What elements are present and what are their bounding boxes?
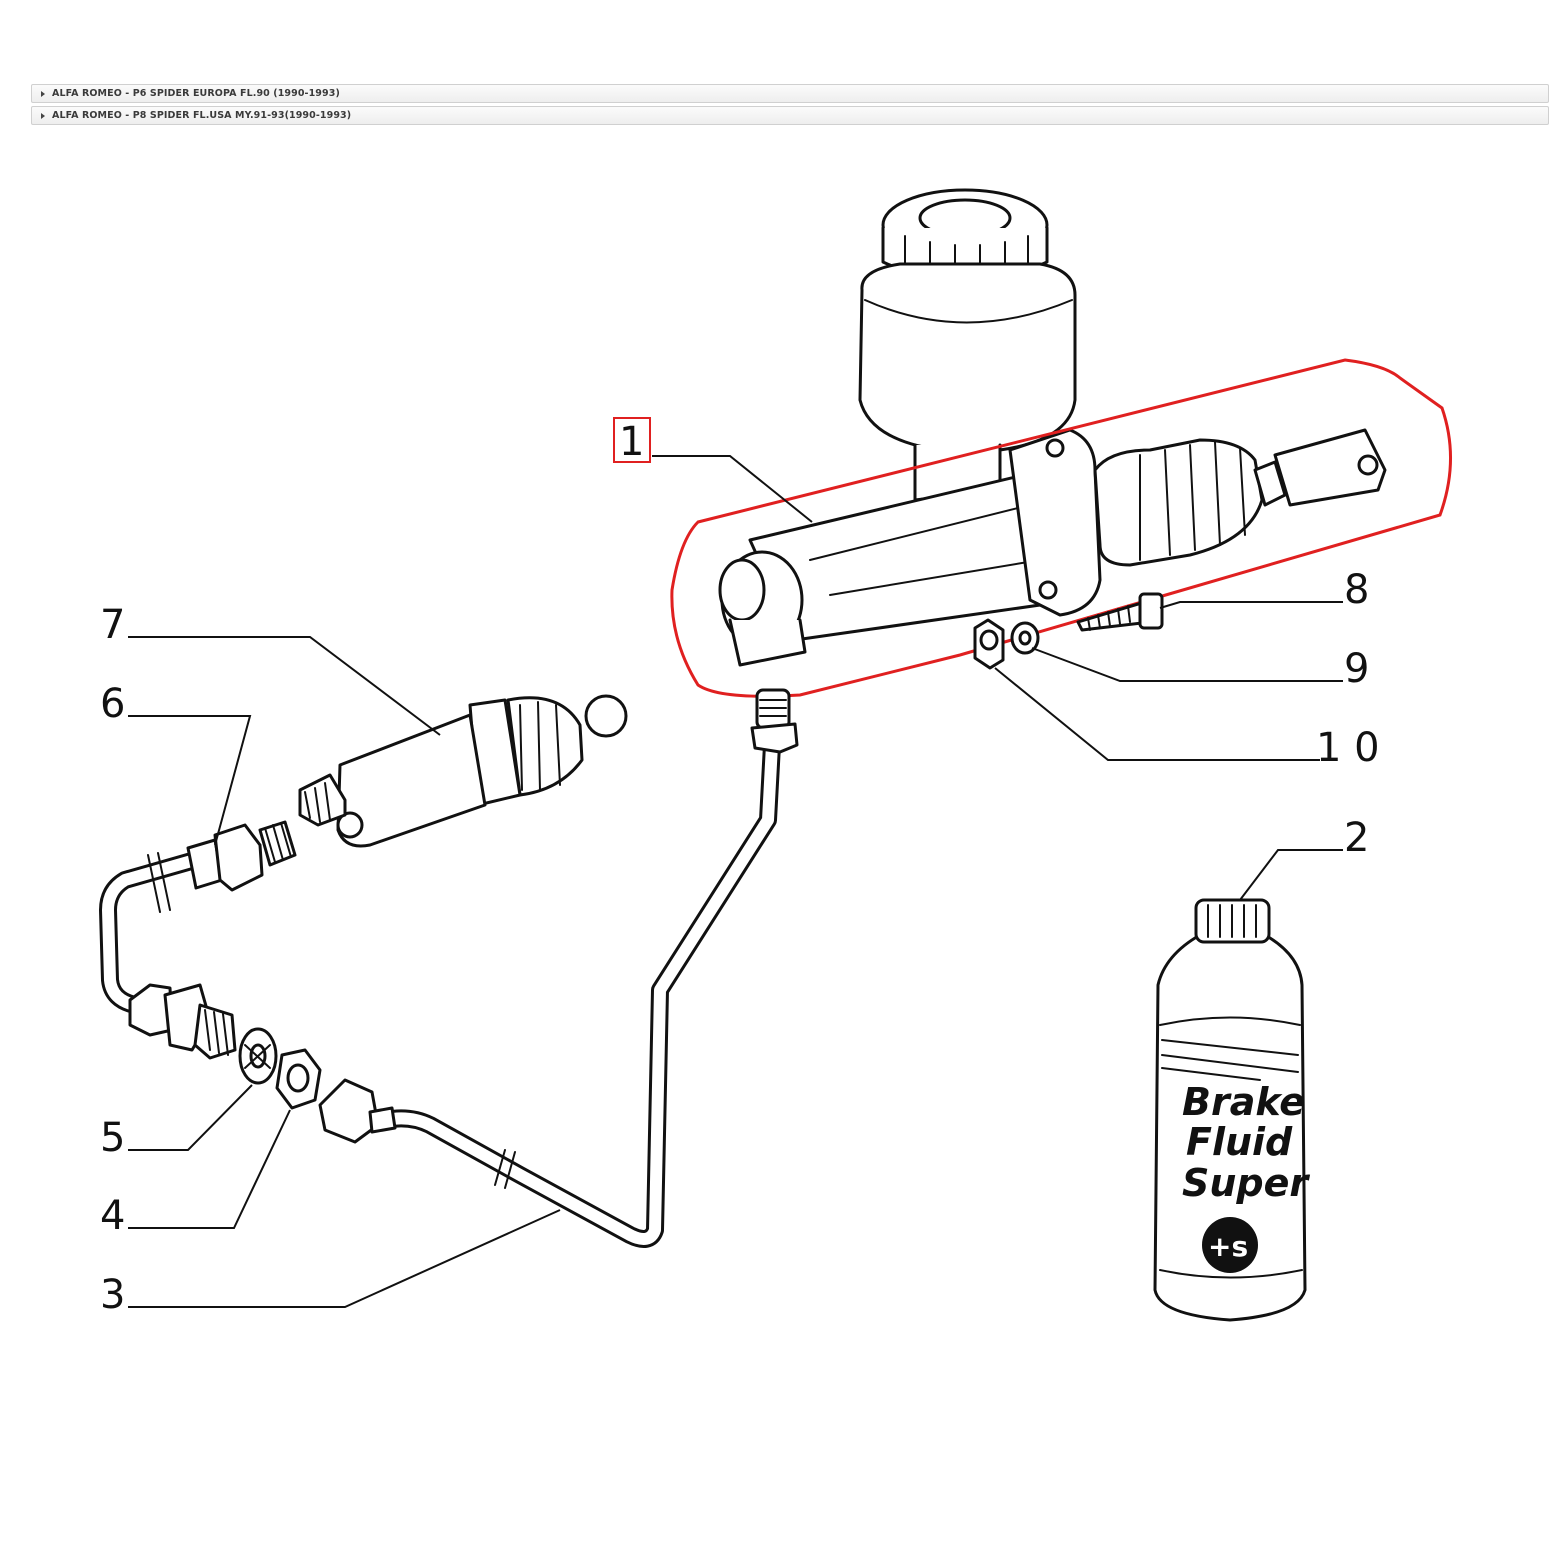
bottle-label-line1: Brake (1182, 1080, 1305, 1124)
expand-caret-icon (41, 112, 45, 119)
callout-8[interactable]: 8 (1344, 567, 1369, 613)
vehicle-model-label: ALFA ROMEO - P6 SPIDER EUROPA FL.90 (199… (52, 88, 340, 99)
selection-highlight (670, 358, 1453, 698)
callout-1[interactable]: 1 (619, 419, 644, 465)
vehicle-model-label: ALFA ROMEO - P8 SPIDER FL.USA MY.91-93(1… (52, 110, 352, 121)
bottle-logo-mark: +s (1208, 1230, 1248, 1263)
flexible-pipe[interactable] (99, 820, 297, 1060)
callout-7[interactable]: 7 (100, 602, 125, 648)
slave-cylinder[interactable] (298, 694, 628, 848)
union-nut[interactable] (275, 1048, 322, 1110)
callout-10[interactable]: 1 0 (1316, 725, 1380, 771)
bolt[interactable] (1076, 592, 1164, 632)
copper-washer[interactable] (238, 1027, 278, 1085)
nut[interactable] (973, 618, 1005, 670)
callout-2[interactable]: 2 (1344, 815, 1369, 861)
callout-3[interactable]: 3 (100, 1272, 125, 1318)
leader-lines (128, 455, 1343, 1308)
vehicle-model-row-2[interactable]: ALFA ROMEO - P8 SPIDER FL.USA MY.91-93(1… (31, 106, 1549, 125)
callout-9[interactable]: 9 (1344, 646, 1369, 692)
brake-fluid-bottle[interactable]: Brake Fluid Super +s (1153, 898, 1310, 1322)
expand-caret-icon (41, 90, 45, 97)
hydraulic-pipe[interactable] (318, 688, 799, 1248)
callout-5[interactable]: 5 (100, 1115, 125, 1161)
bottle-label-line2: Fluid (1186, 1120, 1293, 1164)
selected-callout-box (613, 417, 651, 463)
vehicle-model-row-1[interactable]: ALFA ROMEO - P6 SPIDER EUROPA FL.90 (199… (31, 84, 1549, 103)
master-cylinder[interactable] (718, 188, 1387, 667)
brand-logo-icon (1202, 1217, 1258, 1273)
callout-6[interactable]: 6 (100, 681, 125, 727)
callout-4[interactable]: 4 (100, 1193, 125, 1239)
bottle-label-line3: Super (1182, 1161, 1310, 1205)
washer[interactable] (1010, 621, 1040, 655)
